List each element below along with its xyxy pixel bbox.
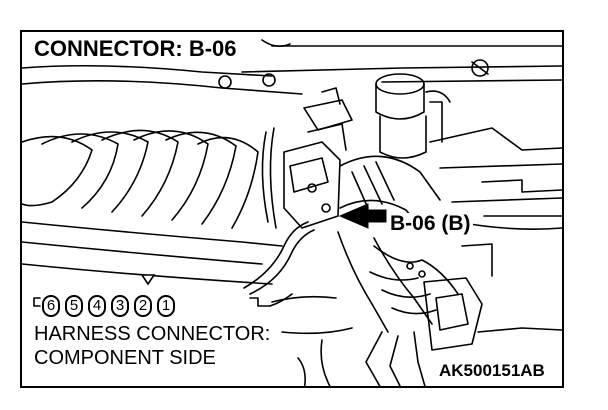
intake-hose [337, 155, 459, 333]
right-components [271, 127, 562, 386]
caption-line-2: COMPONENT SIDE [34, 348, 219, 368]
intake-manifold [22, 129, 283, 285]
triangle-down-icon [140, 274, 156, 286]
harness-wire [243, 221, 309, 289]
callout-label: B-06 (B) [388, 212, 473, 235]
throttle-body [261, 87, 353, 229]
bolt-1 [218, 75, 232, 89]
pin-5: 5 [65, 295, 83, 317]
diagram-frame: CONNECTOR: B-06 B-06 (B) 6 5 4 3 2 1 HAR… [20, 30, 564, 388]
diagram-title: CONNECTOR: B-06 [34, 38, 241, 60]
pin-1: 1 [157, 295, 175, 317]
pin-3: 3 [111, 295, 129, 317]
caption-line-1: HARNESS CONNECTOR: [34, 324, 274, 344]
image-code: AK500151AB [436, 362, 548, 379]
engine-illustration [22, 39, 562, 386]
arrow-left-icon [338, 203, 387, 229]
bolt-2 [262, 73, 276, 87]
reservoir-cap [375, 73, 451, 159]
bolt-3 [471, 59, 489, 77]
pin-2: 2 [134, 295, 152, 317]
pin-4: 4 [88, 295, 106, 317]
pin-6: 6 [42, 295, 60, 317]
